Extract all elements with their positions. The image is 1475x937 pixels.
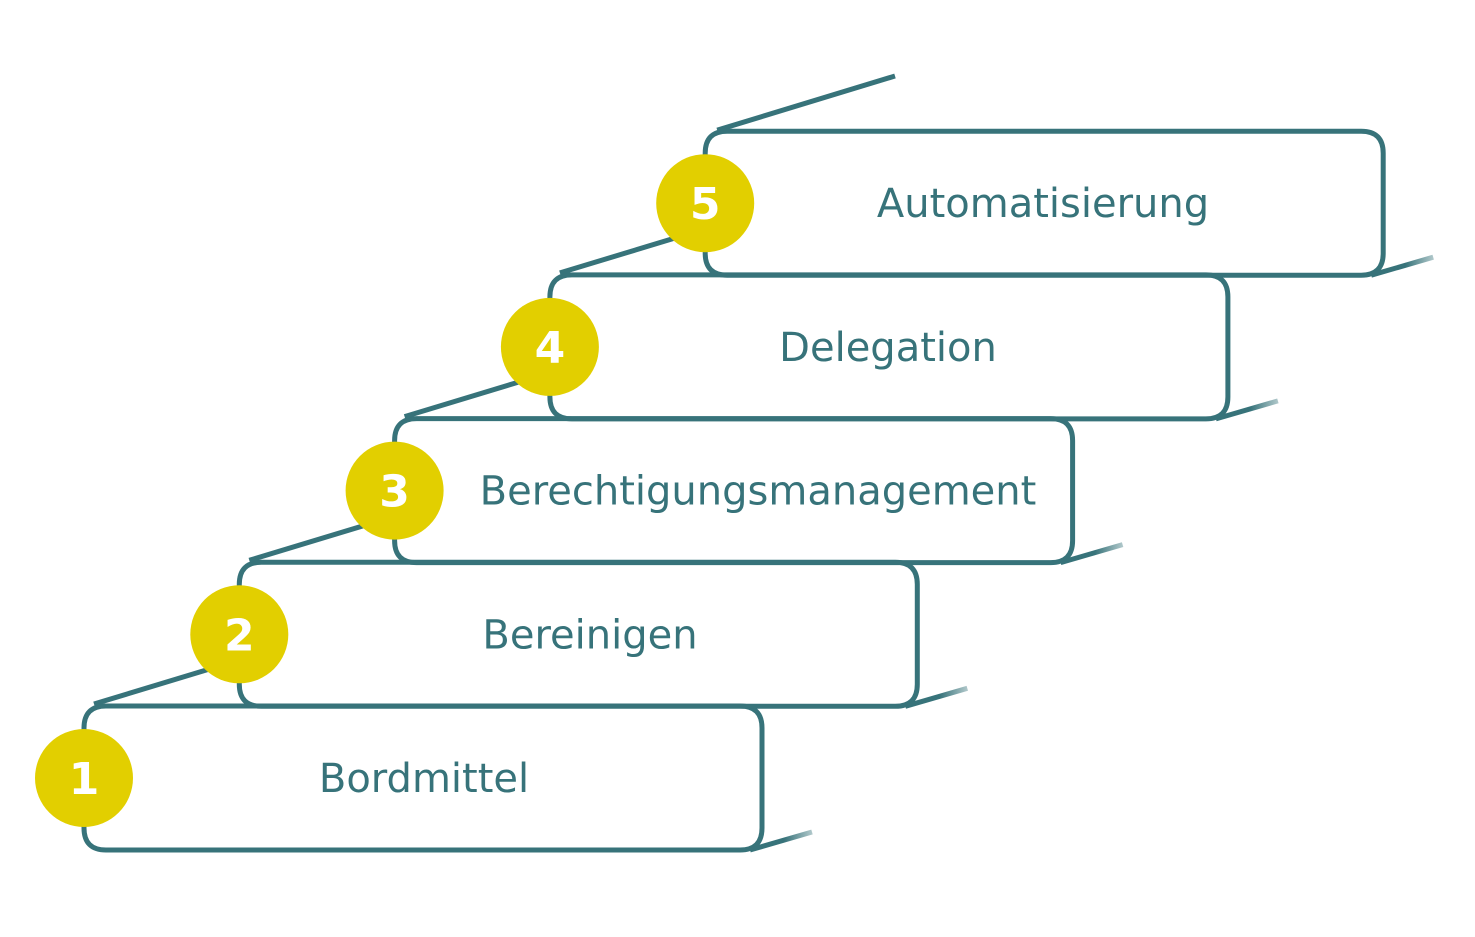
step-number-badge	[35, 729, 133, 827]
step-tail	[1059, 542, 1124, 566]
step-box	[81, 703, 765, 853]
step-number: 2	[224, 610, 255, 661]
step-number-badge	[656, 154, 755, 253]
step-tail	[904, 685, 968, 709]
step-label: Automatisierung	[877, 181, 1209, 227]
step-number-badge	[500, 297, 599, 396]
step-label: Berechtigungsmanagement	[480, 469, 1037, 515]
step-label: Delegation	[779, 325, 997, 371]
step-number: 4	[535, 323, 566, 374]
step-number-badge	[345, 441, 444, 540]
step-1: 1 Bordmittel	[35, 657, 813, 853]
step-3: 3 Berechtigungsmanagement	[345, 370, 1124, 566]
step-box	[702, 128, 1386, 278]
top-connector	[716, 73, 896, 133]
step-5: 5 Automatisierung	[656, 128, 1434, 278]
step-box	[547, 272, 1231, 422]
step-box	[236, 559, 920, 709]
step-number: 3	[379, 467, 410, 518]
step-tail	[1215, 398, 1279, 422]
step-number: 5	[690, 179, 721, 230]
step-4: 4 Delegation	[500, 226, 1279, 422]
step-label: Bordmittel	[319, 756, 529, 802]
step-2: 2 Bereinigen	[190, 513, 968, 709]
step-number-badge	[190, 585, 289, 684]
step-tail	[1370, 254, 1434, 278]
step-box	[392, 416, 1076, 566]
step-number: 1	[69, 754, 100, 805]
step-tail	[749, 829, 813, 853]
step-label: Bereinigen	[482, 612, 697, 658]
